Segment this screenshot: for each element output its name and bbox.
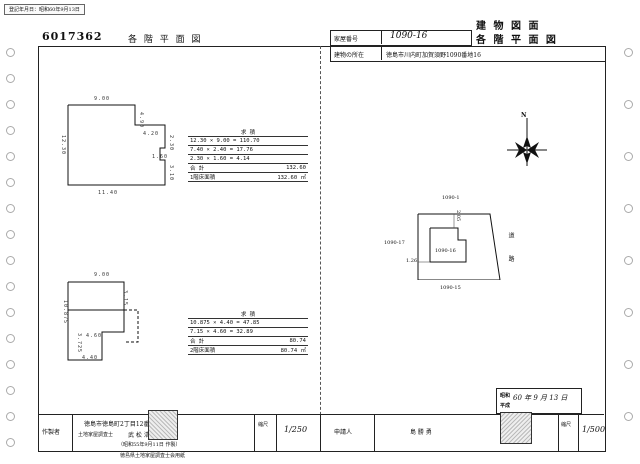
floor1-plan-outline: [67, 104, 166, 186]
footer-table: 作製者 徳島市徳島町2丁目12番地 土地家屋調査士 武 松 浩 人 （昭和55年…: [38, 414, 606, 451]
floor2-area-table: 求 積 10.875 × 4.40 = 47.85 7.15 × 4.60 = …: [188, 310, 308, 355]
site-small-dim-top: 2.05: [455, 210, 461, 222]
floor2-total-value: 80.74 ㎡: [247, 345, 308, 355]
floor1-total-label: 1階床面積: [188, 172, 245, 182]
site-lot-left: 1090-17: [384, 240, 405, 246]
site-plan-outline: [417, 213, 501, 280]
floor1-row: 7.40 × 2.40 = 17.76: [188, 145, 308, 155]
floor2-dim-step: 4.60: [86, 333, 103, 339]
north-label: N: [521, 112, 527, 119]
footer-maker-label: 作製者: [42, 429, 61, 436]
floor1-dim-notch: 1.60: [152, 154, 169, 160]
floor1-total-value: 132.60 ㎡: [244, 172, 308, 182]
left-title: 各 階 平 面 図: [128, 35, 203, 45]
registration-date-note: 登記年月日：昭和60年9月13日: [4, 4, 85, 15]
footer-scale-label-right: 縮尺: [561, 422, 572, 428]
floor1-dim-bottom: 11.40: [98, 190, 119, 196]
floor2-plan-outline: [67, 281, 139, 361]
era-showa: 昭和: [500, 393, 511, 399]
floor1-dim-step-width: 4.20: [143, 131, 160, 137]
footer-maker-address: 徳島市徳島町2丁目12番地: [84, 421, 156, 428]
drawing-frame: [38, 46, 606, 452]
floor-plan-title: 各 階 平 面 図: [476, 35, 558, 46]
floor2-row: 7.15 × 4.60 = 32.89: [188, 327, 308, 337]
floor2-dim-left: 10.875: [62, 300, 68, 325]
site-small-dim-left: 1.26: [406, 258, 418, 264]
footer-scale-label-left: 縮尺: [258, 422, 269, 428]
floor1-table-header: 求 積: [188, 128, 308, 137]
floor2-subtotal-label: 合 計: [188, 336, 248, 346]
location-value: 徳島市川内町加賀須野1090番地16: [386, 52, 481, 59]
footer-maker-date: （昭和55年9月11日 作製）: [118, 442, 181, 448]
applicant-seal-stamp: [500, 412, 532, 444]
footer-scale-value-left: 1/250: [284, 425, 308, 434]
floor1-row: 12.30 × 9.00 = 110.70: [188, 136, 308, 146]
floor2-dim-lower-left: 3.725: [76, 333, 82, 354]
document-number: 6017362: [42, 30, 103, 43]
floor1-row: 2.30 × 1.60 = 4.14: [188, 154, 308, 164]
floor1-dim-right-upper: 4.90: [138, 112, 144, 129]
north-arrow-icon: [507, 118, 547, 166]
location-label: 建物の所在: [334, 52, 365, 59]
floor2-dim-top: 9.00: [94, 272, 111, 278]
registration-date-box: [496, 388, 582, 414]
center-fold-line: [320, 46, 321, 450]
floor1-dim-step-height: 2.30: [168, 135, 174, 152]
site-lot-top: 1090-1: [442, 195, 460, 201]
floor1-subtotal-value: 132.60: [244, 163, 308, 173]
footer-maker-title: 土地家屋調査士: [78, 432, 114, 438]
era-heisei: 平成: [500, 403, 511, 409]
floor1-dim-right-lower: 3.10: [168, 165, 174, 182]
floor2-dim-right-dash: 3.15: [122, 290, 128, 307]
floor2-dim-bottom: 4.40: [82, 355, 99, 361]
floor1-dim-left: 12.30: [60, 135, 66, 156]
kaoku-value: 1090-16: [390, 31, 428, 41]
floor2-table-header: 求 積: [188, 310, 308, 319]
footer-maker-name: 武 松 浩 人: [128, 432, 158, 439]
floor1-dim-top: 9.00: [94, 96, 111, 102]
floor1-subtotal-label: 合 計: [188, 163, 245, 173]
site-lot-bottom: 1090-15: [440, 285, 461, 291]
site-lot-center: 1090-16: [435, 248, 456, 254]
building-drawing-title: 建 物 図 面: [476, 21, 541, 32]
kaoku-label: 家屋番号: [334, 36, 359, 43]
footer-applicant-name: 島 勝 勇: [410, 429, 432, 436]
floor1-area-table: 求 積 12.30 × 9.00 = 110.70 7.40 × 2.40 = …: [188, 128, 308, 182]
floor2-total-label: 2階床面積: [188, 345, 248, 355]
floor2-row: 10.875 × 4.40 = 47.85: [188, 318, 308, 328]
maker-seal-stamp: [148, 410, 178, 440]
footer-scale-value-right: 1/500: [582, 425, 606, 434]
registration-date-value: 60 年 9 月 13 日: [513, 394, 568, 402]
floor2-subtotal-value: 80.74: [247, 336, 308, 346]
footer-association: 徳島県土地家屋調査士会用紙: [120, 453, 186, 459]
footer-applicant-label: 申請人: [334, 429, 353, 436]
site-road-label: 道 路: [507, 232, 514, 270]
